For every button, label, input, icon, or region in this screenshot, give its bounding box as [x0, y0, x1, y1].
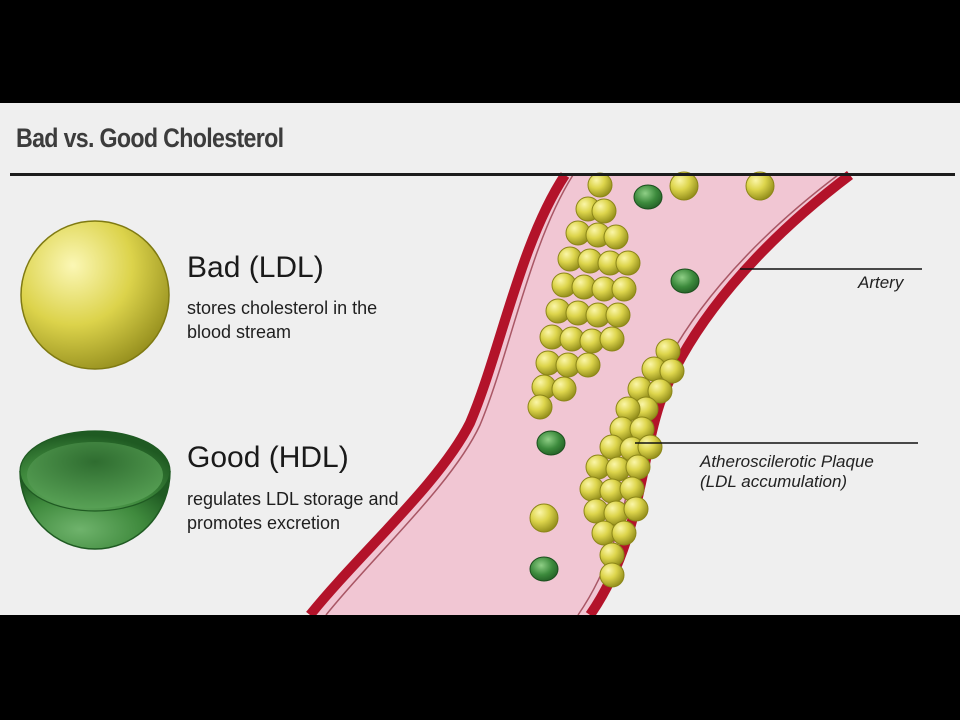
ldl-particle [611, 276, 637, 302]
ldl-particle [527, 394, 553, 420]
ldl-particle [623, 496, 649, 522]
ldl-description-line: stores cholesterol in the [187, 298, 378, 318]
page-title: Bad vs. Good Cholesterol [16, 123, 284, 153]
plaque-label-line: Atheroscilerotic Plaque [700, 452, 874, 471]
diagram-panel: Bad vs. Good Cholesterol Bad (LDL) store… [0, 103, 960, 615]
hdl-description: regulates LDL storage and promotes excre… [187, 487, 487, 535]
ldl-particle [599, 326, 625, 352]
ldl-particle [591, 198, 617, 224]
artery-label: Artery [858, 273, 904, 292]
plaque-label: Atheroscilerotic Plaque (LDL accumulatio… [700, 452, 874, 492]
ldl-particle [587, 172, 613, 198]
ldl-description: stores cholesterol in the blood stream [187, 296, 487, 344]
ldl-particle [551, 376, 577, 402]
ldl-particle [615, 250, 641, 276]
hdl-heading: Good (HDL) [187, 441, 349, 474]
plaque-upper-left [527, 172, 641, 420]
plaque-label-line: (LDL accumulation) [700, 472, 848, 491]
ldl-particle [625, 454, 651, 480]
hdl-description-line: promotes excretion [187, 513, 341, 533]
hdl-shell-icon [19, 430, 171, 550]
ldl-sphere-icon [20, 220, 170, 370]
artery-illustration [19, 171, 922, 615]
ldl-particle [659, 358, 685, 384]
plaque-lower-right [579, 338, 685, 588]
ldl-particle [599, 562, 625, 588]
ldl-particle [605, 302, 631, 328]
free-hdl-particles [529, 184, 700, 582]
hdl-description-line: regulates LDL storage and [187, 489, 399, 509]
title-divider [10, 173, 955, 176]
free-ldl-particles [529, 171, 775, 533]
ldl-particle [647, 378, 673, 404]
ldl-particle [575, 352, 601, 378]
ldl-particle [603, 224, 629, 250]
ldl-particle [637, 434, 663, 460]
ldl-description-line: blood stream [187, 322, 292, 342]
ldl-heading: Bad (LDL) [187, 251, 324, 284]
ldl-particle [611, 520, 637, 546]
